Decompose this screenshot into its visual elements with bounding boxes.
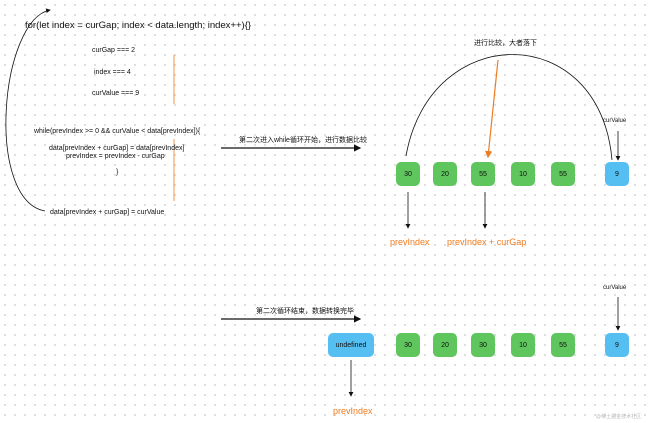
top-previndex-label: prevIndex	[390, 237, 430, 247]
close-brace: }	[116, 169, 119, 176]
bottom-cell-1: 20	[433, 333, 457, 357]
bottom-cell-4: 55	[551, 333, 575, 357]
cur-value-line: curValue === 9	[92, 90, 140, 97]
top-curvalue-label: curValue	[603, 118, 627, 124]
bottom-cell-3: 10	[511, 333, 535, 357]
bottom-cell-0: 30	[396, 333, 420, 357]
compare-label: 进行比较，大者落下	[474, 40, 537, 47]
top-cell-4: 55	[551, 162, 575, 186]
undefined-cell: undefined	[328, 333, 374, 357]
bottom-cell-2: 30	[471, 333, 495, 357]
bottom-caption: 第二次循环结束，数据转换完毕	[256, 308, 354, 315]
top-cell-3: 10	[511, 162, 535, 186]
watermark: @稀土掘金技术社区	[596, 414, 642, 420]
top-caption: 第二次进入while循环开始，进行数据比较	[239, 137, 367, 144]
top-cell-2: 55	[471, 162, 495, 186]
cur-gap-line: curGap === 2	[92, 47, 136, 54]
loop-back-arc	[5, 8, 51, 212]
top-previndex-plus-label: prevIndex + curGap	[447, 237, 527, 247]
while-line: while(prevIndex >= 0 && curValue < data[…	[34, 128, 201, 135]
top-curvalue-cell: 9	[605, 162, 629, 186]
index-line: index === 4	[94, 69, 131, 76]
body-line-2: prevIndex = prevIndex - curGap	[66, 153, 165, 160]
top-cell-1: 20	[433, 162, 457, 186]
body-line-1: data[prevIndex + curGap] = data[prevInde…	[49, 145, 185, 152]
assign-line: data[prevIndex + curGap] = curValue	[50, 209, 165, 216]
bottom-previndex-label: prevIndex	[333, 406, 373, 416]
bottom-curvalue-cell: 9	[605, 333, 629, 357]
bottom-curvalue-label: curValue	[603, 285, 627, 291]
for-loop-header: for(let index = curGap; index < data.len…	[25, 20, 252, 31]
top-cell-0: 30	[396, 162, 420, 186]
compare-arc	[405, 54, 613, 161]
compare-orange-arrow	[485, 59, 499, 159]
